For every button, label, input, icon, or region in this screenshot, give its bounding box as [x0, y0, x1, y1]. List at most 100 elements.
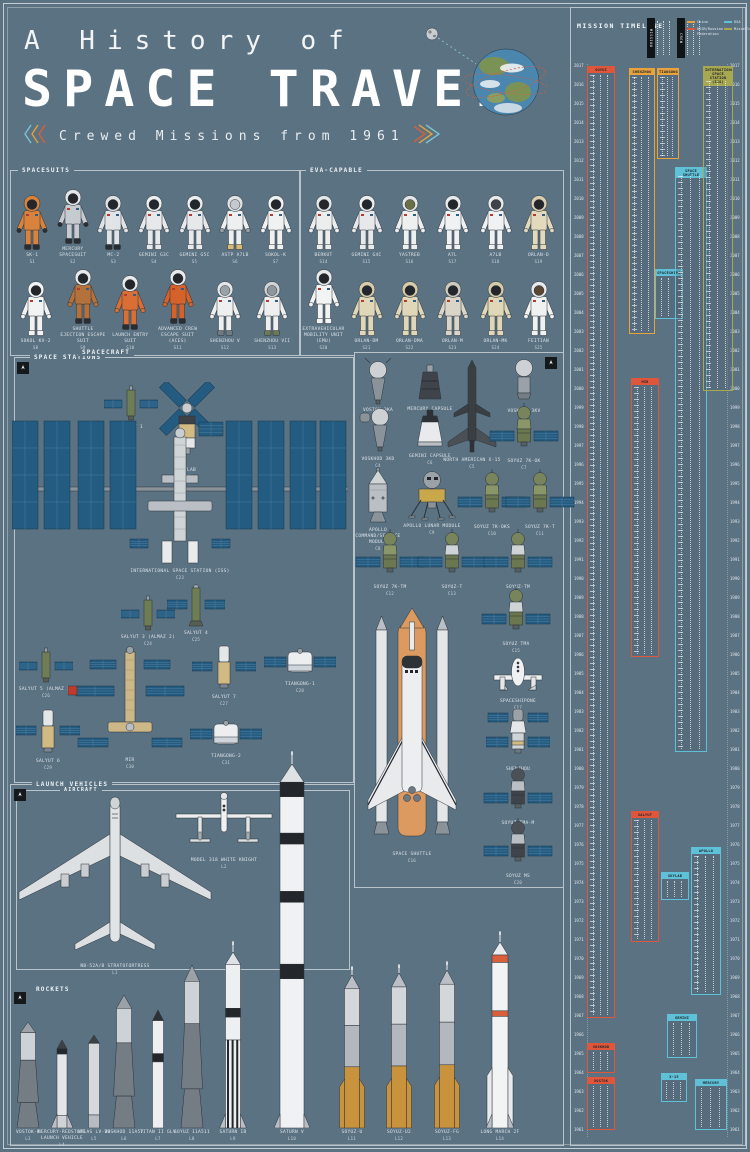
year-label-left: 1978 [574, 804, 584, 809]
legend-swatch [724, 21, 732, 23]
year-label-right: 1986 [730, 652, 740, 657]
earth-moon-illustration [408, 18, 549, 134]
salyut_small-icon [104, 385, 158, 421]
salyut_small-icon [121, 595, 175, 631]
rocket-code: L7 [155, 1135, 161, 1141]
year-label-left: 1970 [574, 956, 584, 961]
legend-label: USA [734, 20, 741, 24]
station-code: C25 [191, 636, 201, 642]
year-label-right: 1988 [730, 614, 740, 619]
year-label-right: 1979 [730, 785, 740, 790]
year-label-right: 1989 [730, 595, 740, 600]
station-code: C29 [43, 764, 53, 770]
year-label-left: 1990 [574, 576, 584, 581]
station-item: SALYUT 5 (ALMAZ 3)C26 [11, 647, 81, 698]
timeline-key-sample [657, 21, 671, 55]
spacecraft-item: MERCURY CAPSULEC2 [401, 363, 459, 418]
year-label-left: 1964 [574, 1070, 584, 1075]
timeline-block-missions [670, 1023, 694, 1055]
title-line2: SPACE TRAVEL [22, 60, 516, 118]
year-label-left: 1976 [574, 842, 584, 847]
year-label-right: 1990 [730, 576, 740, 581]
legend-swatch [724, 28, 732, 31]
timeline-block-label: TIANGONG [658, 68, 678, 76]
year-label-left: 2014 [574, 120, 584, 125]
year-label-left: 1997 [574, 443, 584, 448]
spacecraft-header: SPACECRAFT [78, 349, 135, 356]
chevrons [24, 124, 46, 144]
aircraft-header: AIRCRAFT [60, 787, 102, 793]
rocket-icon [434, 961, 460, 1128]
rocket-code: L5 [91, 1135, 97, 1141]
stations-header: SPACE STATIONS [30, 354, 106, 361]
year-label-right: 1961 [730, 1127, 740, 1132]
spacecraft-code: C10 [487, 530, 497, 536]
year-label-left: 1998 [574, 424, 584, 429]
lm-icon [408, 471, 456, 521]
year-label-left: 1963 [574, 1089, 584, 1094]
station-item: SALYUT 3 (ALMAZ 2)C24 [113, 595, 183, 646]
spacesuit-icon [67, 269, 99, 325]
suit-code: S20 [319, 344, 328, 350]
spacesuit-icon [16, 195, 48, 250]
station-item: INTERNATIONAL SPACE STATION (ISS)C23 [12, 417, 348, 580]
suit-code: S17 [448, 258, 457, 264]
year-label-left: 1977 [574, 823, 584, 828]
timeline-block: SKYLAB [661, 871, 689, 901]
spacesuit-icon [308, 195, 339, 250]
rocket-code: L3 [25, 1135, 31, 1141]
year-label-right: 2002 [730, 348, 740, 353]
salyut_tan-icon [16, 709, 80, 753]
mir-icon [68, 646, 185, 748]
legend-item-usa: USA [724, 20, 750, 24]
timeline-block-label: SKYLAB [662, 872, 688, 879]
spacesuit-icon [394, 195, 425, 250]
year-label-left: 1991 [574, 557, 584, 562]
legend-item-china: China [687, 20, 720, 24]
year-label-right: 1963 [730, 1089, 740, 1094]
timeline-block-label: SOYUZ [588, 67, 614, 74]
timeline-block: SALYUT [631, 810, 659, 942]
station-label: INTERNATIONAL SPACE STATION (ISS)C23 [12, 569, 348, 580]
suit-code: S23 [448, 344, 457, 350]
spacecraft-code: C8 [375, 545, 381, 551]
timeline-block-label: MIR [632, 378, 658, 385]
year-label-right: 2006 [730, 272, 740, 277]
spacesuit-icon [114, 275, 146, 330]
spacecraft-code: C15 [511, 647, 521, 653]
timeline-block: SOYUZ [587, 66, 615, 1018]
suit-code: S5 [191, 258, 198, 264]
year-label-right: 2014 [730, 120, 740, 125]
spacecraft-code: C20 [513, 879, 523, 885]
spacesuits-header: SPACESUITS [18, 167, 75, 174]
salyut_green-icon [167, 584, 225, 627]
spacesuit-icon [437, 281, 468, 336]
